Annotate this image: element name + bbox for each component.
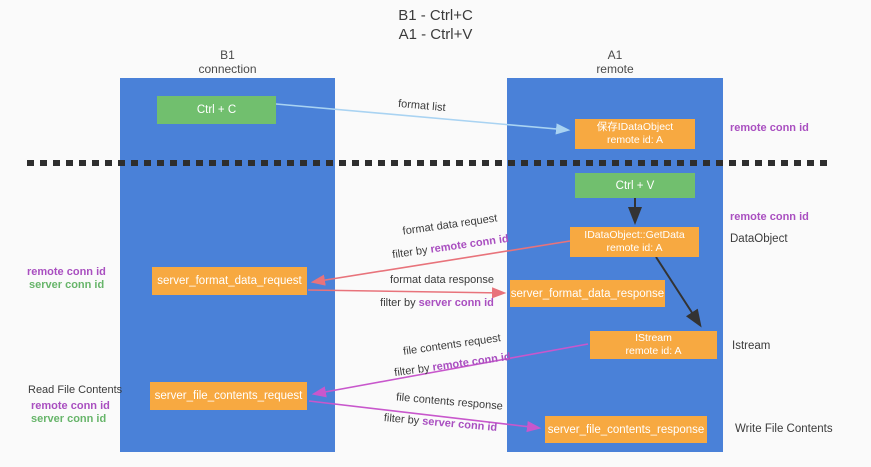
edge-label-filter-server-conn-id-1: filter by server conn id xyxy=(377,297,497,309)
title-line-2: A1 - Ctrl+V xyxy=(398,26,473,43)
node-idataobject-getdata-line1: IDataObject::GetData xyxy=(584,229,685,241)
filter-by-text: filter by xyxy=(393,361,434,380)
node-server-format-data-response: server_format_data_response xyxy=(510,280,665,307)
node-server-format-data-request: server_format_data_request xyxy=(152,267,307,295)
node-save-idataobject-line2: remote id: A xyxy=(606,134,664,146)
label-remote-conn-id-left-bottom: remote conn id xyxy=(31,400,110,412)
remote-conn-id-highlight: remote conn id xyxy=(429,232,510,256)
label-remote-conn-id-left-top: remote conn id xyxy=(27,266,106,278)
node-save-idataobject: 保存IDataObject remote id: A xyxy=(575,119,695,149)
node-istream-line1: IStream xyxy=(635,332,672,344)
node-server-file-contents-request-label: server_file_contents_request xyxy=(154,390,303,402)
node-server-format-data-response-label: server_format_data_response xyxy=(510,287,665,300)
node-server-file-contents-response: server_file_contents_response xyxy=(545,416,707,443)
filter-by-text: filter by xyxy=(383,412,423,428)
label-write-file-contents: Write File Contents xyxy=(735,423,833,435)
column-header-a1: A1 remote xyxy=(507,48,723,76)
filter-by-text: filter by xyxy=(391,243,432,262)
edge-label-file-contents-response: file contents response xyxy=(395,391,504,413)
node-server-format-data-request-label: server_format_data_request xyxy=(157,275,302,287)
remote-conn-id-highlight: remote conn id xyxy=(431,350,512,374)
node-istream-line2: remote id: A xyxy=(625,345,682,357)
server-conn-id-highlight: server conn id xyxy=(418,297,494,309)
label-server-conn-id-left-bottom: server conn id xyxy=(31,413,107,425)
title-line-1: B1 - Ctrl+C xyxy=(398,7,473,24)
column-a1-role: remote xyxy=(596,62,634,76)
diagram-title: B1 - Ctrl+C A1 - Ctrl+V xyxy=(0,6,871,44)
column-b1-role: connection xyxy=(198,62,257,76)
node-server-file-contents-request: server_file_contents_request xyxy=(150,382,307,410)
label-dataobject: DataObject xyxy=(730,233,788,245)
node-server-file-contents-response-label: server_file_contents_response xyxy=(547,423,705,436)
column-b1-name: B1 xyxy=(220,48,235,62)
label-remote-conn-id-right-top: remote conn id xyxy=(730,122,809,134)
node-idataobject-getdata-line2: remote id: A xyxy=(606,242,663,254)
label-remote-conn-id-right-mid: remote conn id xyxy=(730,211,809,223)
column-header-b1: B1 connection xyxy=(120,48,335,76)
node-istream: IStream remote id: A xyxy=(590,331,717,359)
node-ctrl-v-label: Ctrl + V xyxy=(615,179,655,192)
column-a1-name: A1 xyxy=(607,48,623,62)
node-idataobject-getdata: IDataObject::GetData remote id: A xyxy=(570,227,699,257)
server-conn-id-highlight: server conn id xyxy=(421,415,498,434)
arrow-format-data-response xyxy=(307,287,507,299)
node-ctrl-c: Ctrl + C xyxy=(157,96,276,124)
node-ctrl-v: Ctrl + V xyxy=(575,173,695,198)
edge-label-filter-server-conn-id-2: filter by server conn id xyxy=(378,412,504,435)
label-istream: Istream xyxy=(732,340,771,352)
edge-label-format-list: format list xyxy=(397,97,447,115)
node-ctrl-c-label: Ctrl + C xyxy=(196,104,237,116)
node-save-idataobject-line1: 保存IDataObject xyxy=(596,121,674,133)
filter-by-text: filter by xyxy=(380,297,419,309)
edge-label-format-data-response: format data response xyxy=(390,274,494,286)
label-read-file-contents: Read File Contents xyxy=(28,384,123,396)
label-server-conn-id-left-top: server conn id xyxy=(29,279,105,291)
